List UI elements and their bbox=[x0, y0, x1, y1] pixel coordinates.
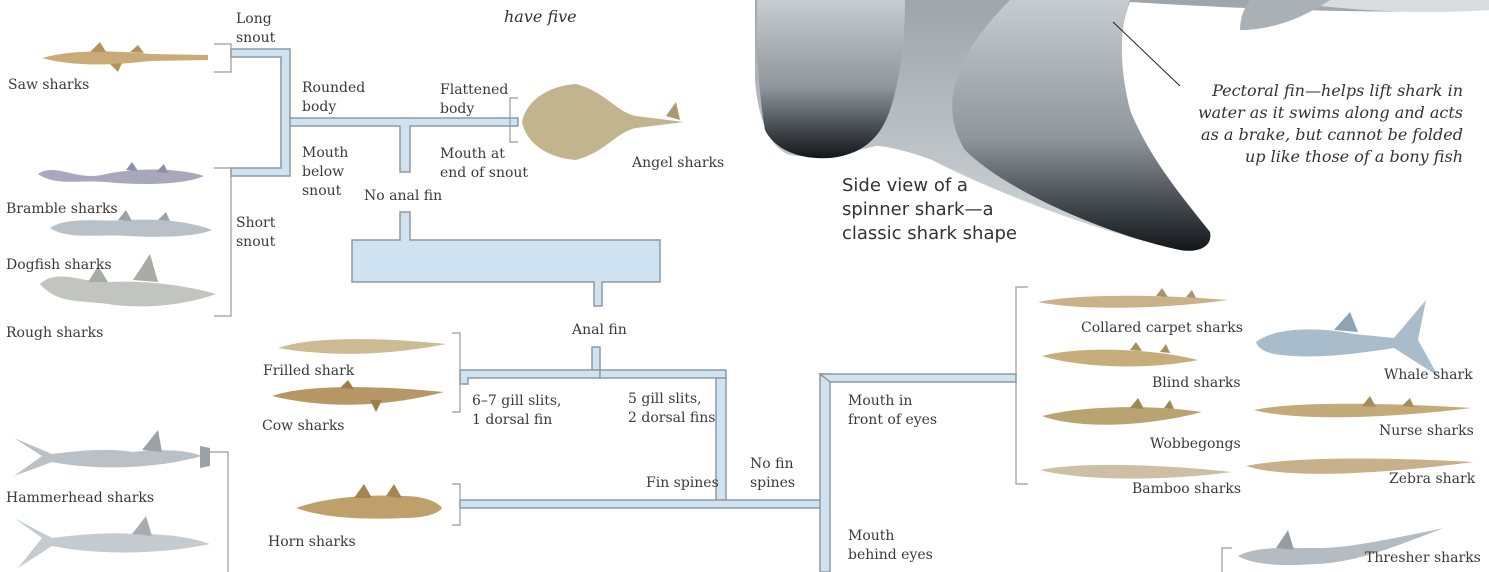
branch-5-gill-slits: 5 gill slits, 2 dorsal fins bbox=[628, 390, 715, 428]
group-saw-sharks: Saw sharks bbox=[8, 76, 89, 95]
group-rough-sharks: Rough sharks bbox=[6, 324, 103, 343]
side-view-line-1: Side view of a bbox=[842, 174, 1017, 198]
branch-label-line: 1 dorsal fin bbox=[472, 411, 562, 430]
group-bamboo-sharks: Bamboo sharks bbox=[1132, 480, 1241, 499]
branch-label-line: Rounded bbox=[302, 79, 365, 98]
group-thresher-sharks: Thresher sharks bbox=[1365, 549, 1481, 568]
branch-6-7-gill-slits: 6–7 gill slits, 1 dorsal fin bbox=[472, 392, 562, 430]
branch-label-line: behind eyes bbox=[848, 546, 933, 565]
branch-label-line: 5 gill slits, bbox=[628, 390, 715, 409]
branch-label-line: Mouth bbox=[848, 527, 933, 546]
branch-rounded-body: Rounded body bbox=[302, 79, 365, 117]
group-frilled-shark: Frilled shark bbox=[263, 362, 354, 381]
side-view-line-3: classic shark shape bbox=[842, 222, 1017, 246]
horn-shark-figure bbox=[294, 482, 444, 532]
angel-shark-figure bbox=[516, 82, 688, 162]
branch-label-line: body bbox=[302, 98, 365, 117]
branch-label-line: below bbox=[302, 163, 348, 182]
branch-label-line: spines bbox=[750, 474, 795, 493]
pectoral-line-1: Pectoral fin—helps lift shark in bbox=[1198, 80, 1463, 102]
group-zebra-shark: Zebra shark bbox=[1389, 470, 1475, 489]
branch-label-line: Long bbox=[236, 10, 275, 29]
branch-label-line: body bbox=[440, 100, 508, 119]
hammerhead-shark-figure-2 bbox=[12, 512, 212, 570]
branch-no-anal-fin: No anal fin bbox=[364, 187, 442, 206]
group-dogfish-sharks: Dogfish sharks bbox=[6, 256, 112, 275]
group-horn-sharks: Horn sharks bbox=[268, 533, 356, 552]
group-bramble-sharks: Bramble sharks bbox=[6, 200, 118, 219]
group-collared-carpet-sharks: Collared carpet sharks bbox=[1081, 319, 1243, 338]
branch-label-line: 6–7 gill slits, bbox=[472, 392, 562, 411]
branch-no-fin-spines: No fin spines bbox=[750, 455, 795, 493]
cow-shark-figure bbox=[270, 378, 446, 418]
pectoral-line-3: as a brake, but cannot be folded bbox=[1198, 124, 1463, 146]
group-blind-sharks: Blind sharks bbox=[1152, 374, 1241, 393]
branch-label-line: Mouth bbox=[302, 144, 348, 163]
side-view-line-2: spinner shark—a bbox=[842, 198, 1017, 222]
branch-long-snout: Long snout bbox=[236, 10, 275, 48]
hammerhead-shark-figure bbox=[12, 428, 212, 484]
branch-label-line: Flattened bbox=[440, 81, 508, 100]
group-nurse-sharks: Nurse sharks bbox=[1379, 422, 1474, 441]
branch-label-line: snout bbox=[236, 233, 275, 252]
wobbegong-figure bbox=[1040, 398, 1204, 438]
bramble-shark-figure bbox=[36, 160, 206, 196]
collared-carpet-shark-figure bbox=[1036, 288, 1230, 318]
branch-mouth-below-snout: Mouth below snout bbox=[302, 144, 348, 201]
branch-label-line: Short bbox=[236, 214, 275, 233]
pectoral-fin-caption: Pectoral fin—helps lift shark in water a… bbox=[1198, 80, 1463, 168]
group-angel-sharks: Angel sharks bbox=[632, 154, 724, 173]
side-view-caption: Side view of a spinner shark—a classic s… bbox=[842, 174, 1017, 246]
group-hammerhead-sharks: Hammerhead sharks bbox=[6, 489, 154, 508]
branch-fin-spines: Fin spines bbox=[646, 474, 719, 493]
pectoral-line-4: up like those of a bony fish bbox=[1198, 146, 1463, 168]
group-cow-sharks: Cow sharks bbox=[262, 417, 344, 436]
branch-label-line: snout bbox=[236, 29, 275, 48]
branch-short-snout: Short snout bbox=[236, 214, 275, 252]
branch-mouth-in-front-of-eyes: Mouth in front of eyes bbox=[848, 392, 937, 430]
header-fragment: have five bbox=[504, 6, 577, 28]
branch-label-line: Mouth in bbox=[848, 392, 937, 411]
branch-label-line: end of snout bbox=[440, 164, 528, 183]
branch-label-line: front of eyes bbox=[848, 411, 937, 430]
branch-flattened-body: Flattened body bbox=[440, 81, 508, 119]
branch-label-line: snout bbox=[302, 182, 348, 201]
branch-label-line: No fin bbox=[750, 455, 795, 474]
branch-mouth-behind-eyes: Mouth behind eyes bbox=[848, 527, 933, 565]
branch-label-line: Mouth at bbox=[440, 145, 528, 164]
pectoral-line-2: water as it swims along and acts bbox=[1198, 102, 1463, 124]
group-wobbegongs: Wobbegongs bbox=[1150, 435, 1241, 454]
branch-anal-fin: Anal fin bbox=[572, 321, 627, 340]
branch-mouth-end-of-snout: Mouth at end of snout bbox=[440, 145, 528, 183]
frilled-shark-figure bbox=[276, 332, 448, 364]
group-whale-shark: Whale shark bbox=[1384, 366, 1473, 385]
saw-shark-figure bbox=[40, 42, 212, 74]
branch-label-line: 2 dorsal fins bbox=[628, 409, 715, 428]
